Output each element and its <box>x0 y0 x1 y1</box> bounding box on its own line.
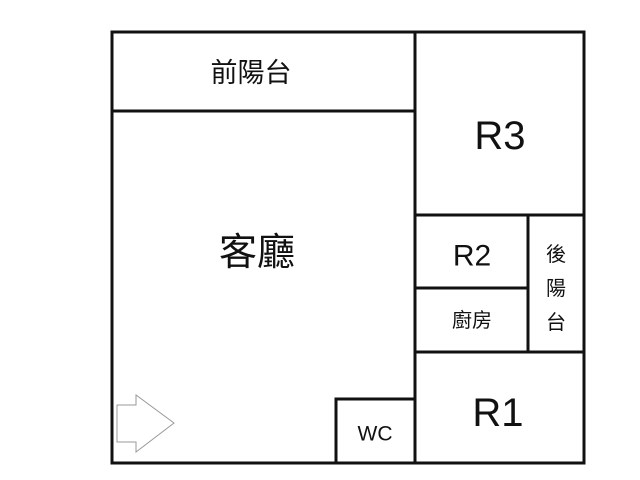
room-r2: R2 <box>453 240 491 273</box>
room-wc: WC <box>358 423 393 446</box>
room-r1: R1 <box>472 391 523 435</box>
room-back-balcony-2: 陽 <box>546 277 566 300</box>
room-front-balcony: 前陽台 <box>211 58 292 88</box>
room-back-balcony-1: 後 <box>546 243 566 266</box>
wall-wc <box>334 397 415 463</box>
outer-wall <box>110 30 586 465</box>
room-r3: R3 <box>474 114 525 158</box>
room-back-balcony-3: 台 <box>546 311 566 334</box>
room-living-room: 客廳 <box>219 232 295 274</box>
entrance-arrow-icon <box>116 394 175 454</box>
room-kitchen: 廚房 <box>452 308 492 332</box>
